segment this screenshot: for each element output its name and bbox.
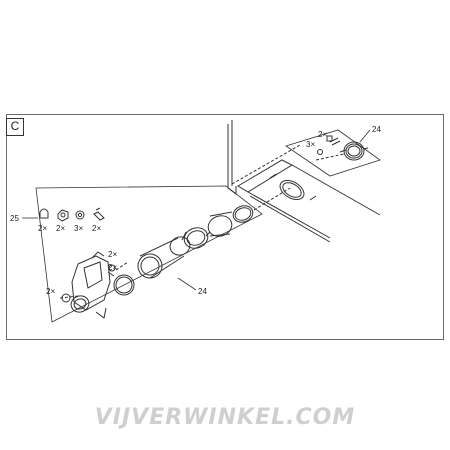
valve-body [61, 251, 116, 319]
top-flange-assembly [317, 135, 369, 161]
watermark: VIJVERWINKEL.COM [94, 405, 356, 430]
hardware-kit [39, 207, 105, 222]
kit-qty-cap-nut: 2× [38, 224, 47, 233]
qty-left-cap: 2× [46, 287, 55, 296]
callout-25: 25 [10, 214, 19, 223]
kit-qty-bolt: 2× [92, 224, 101, 233]
kit-qty-hex-nut: 2× [56, 224, 65, 233]
diagram-frame [6, 114, 444, 340]
qty-clamp-nut: 2× [108, 263, 117, 272]
kit-outline-upper [285, 129, 381, 177]
qty-top-washer: 3× [306, 140, 315, 149]
leader-line-24-bottom [177, 277, 197, 291]
callout-24-bottom: 24 [198, 287, 207, 296]
kit-qty-washer: 3× [74, 224, 83, 233]
section-label: C [6, 118, 24, 136]
qty-top-bolt: 2× [318, 130, 327, 139]
filter-housing [227, 120, 381, 243]
pipe-coupling-assembly [113, 205, 254, 296]
callout-24-top: 24 [372, 125, 381, 134]
kit-outline-lower [35, 185, 263, 323]
assembly-axis-lines [59, 144, 345, 299]
qty-clamp-bolt: 2× [108, 250, 117, 259]
leader-line-24-top [359, 129, 371, 143]
